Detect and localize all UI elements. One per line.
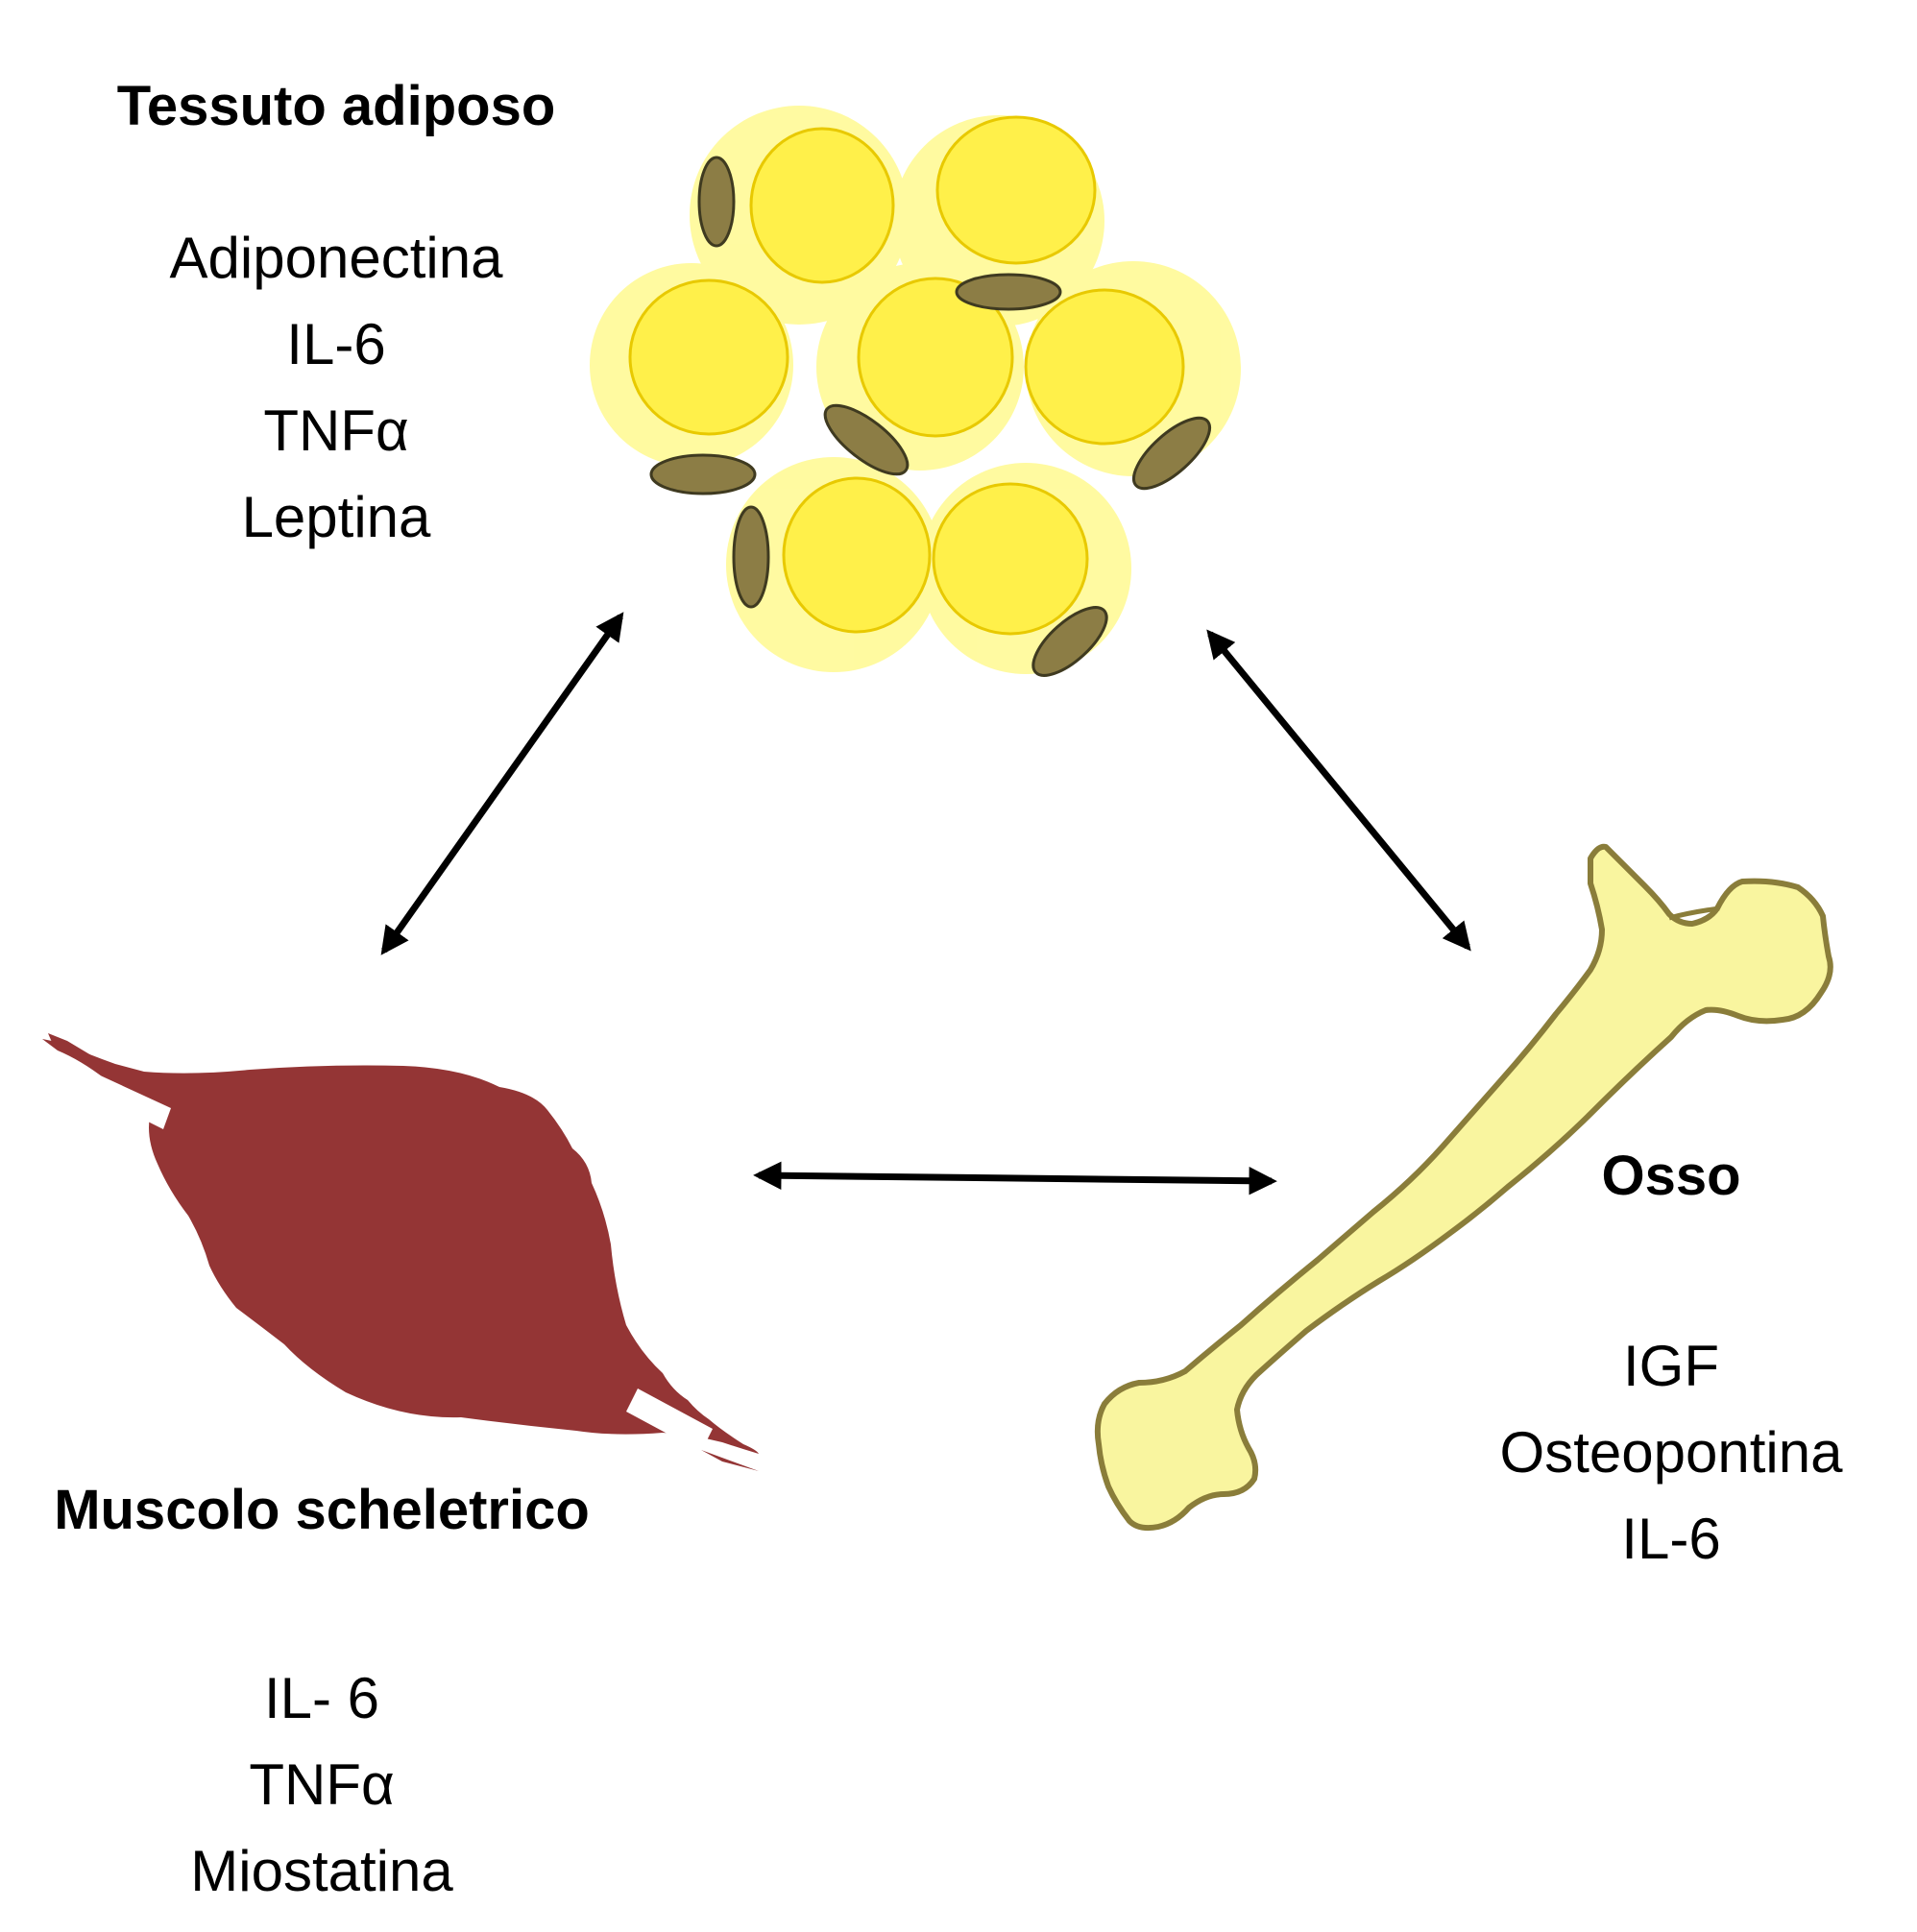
- upper-tendon-white: [90, 1074, 171, 1129]
- adipose-factor: TNFα: [263, 398, 409, 463]
- adipocyte-nuclei: [649, 156, 1211, 677]
- adipose-title: Tessuto adiposo: [116, 75, 556, 137]
- nucleus: [1132, 416, 1211, 491]
- lipid-droplet: [932, 482, 1089, 636]
- nucleus: [955, 273, 1062, 311]
- adipose-factor: Adiponectina: [169, 226, 503, 290]
- adipose-factor: Leptina: [241, 485, 431, 549]
- skeletal-muscle-illustration: [42, 1033, 759, 1471]
- muscle-factor: IL- 6: [263, 1666, 380, 1730]
- adipose-factor-list: Adiponectina IL-6 TNFα Leptina: [77, 215, 595, 561]
- lower-tendon: [701, 1450, 759, 1471]
- nucleus: [823, 403, 910, 476]
- lipid-droplet: [749, 127, 895, 284]
- bone-factor: IGF: [1623, 1334, 1719, 1398]
- connection-arrows: [380, 612, 1471, 1195]
- femur: [1094, 843, 1833, 1532]
- lipid-droplet: [935, 115, 1097, 265]
- bone-illustration: [1094, 843, 1833, 1532]
- adipose-tissue-illustration: [590, 106, 1241, 677]
- muscle-factor: TNFα: [249, 1752, 395, 1817]
- muscle-factor-list: IL- 6 TNFα Miostatina: [19, 1655, 624, 1915]
- nucleus: [732, 505, 770, 609]
- bone-title: Osso: [1601, 1145, 1741, 1207]
- lower-tendon-white: [626, 1389, 713, 1452]
- lipid-droplet: [1024, 288, 1185, 446]
- arrow-muscle-bone: [753, 1161, 1277, 1195]
- adipocyte-droplets: [628, 115, 1185, 636]
- bone-factor-list: IGF Osteopontina IL-6: [1450, 1323, 1892, 1582]
- muscle-factor: Miostatina: [190, 1839, 453, 1903]
- nucleus: [697, 156, 736, 248]
- arrow-adipose-bone: [1206, 629, 1471, 952]
- adipose-factor: IL-6: [286, 312, 386, 376]
- bone-label-group: Osso IGF Osteopontina IL-6: [1450, 1148, 1892, 1582]
- bone-factor: IL-6: [1621, 1507, 1721, 1571]
- nucleus: [1031, 606, 1108, 677]
- lipid-droplet: [857, 277, 1014, 438]
- femur-neck-line: [1668, 906, 1720, 921]
- upper-tendon: [48, 1033, 106, 1068]
- muscle-label-group: Muscolo scheletrico IL- 6 TNFα Miostatin…: [19, 1483, 624, 1915]
- arrow-adipose-muscle: [380, 612, 624, 955]
- bone-factor: Osteopontina: [1499, 1420, 1843, 1485]
- lipid-droplet: [782, 476, 932, 634]
- lipid-droplet: [628, 278, 789, 436]
- muscle-title: Muscolo scheletrico: [54, 1479, 590, 1541]
- nucleus: [649, 453, 757, 495]
- adipose-label-group: Tessuto adiposo Adiponectina IL-6 TNFα L…: [77, 79, 595, 561]
- muscle-belly: [42, 1039, 759, 1454]
